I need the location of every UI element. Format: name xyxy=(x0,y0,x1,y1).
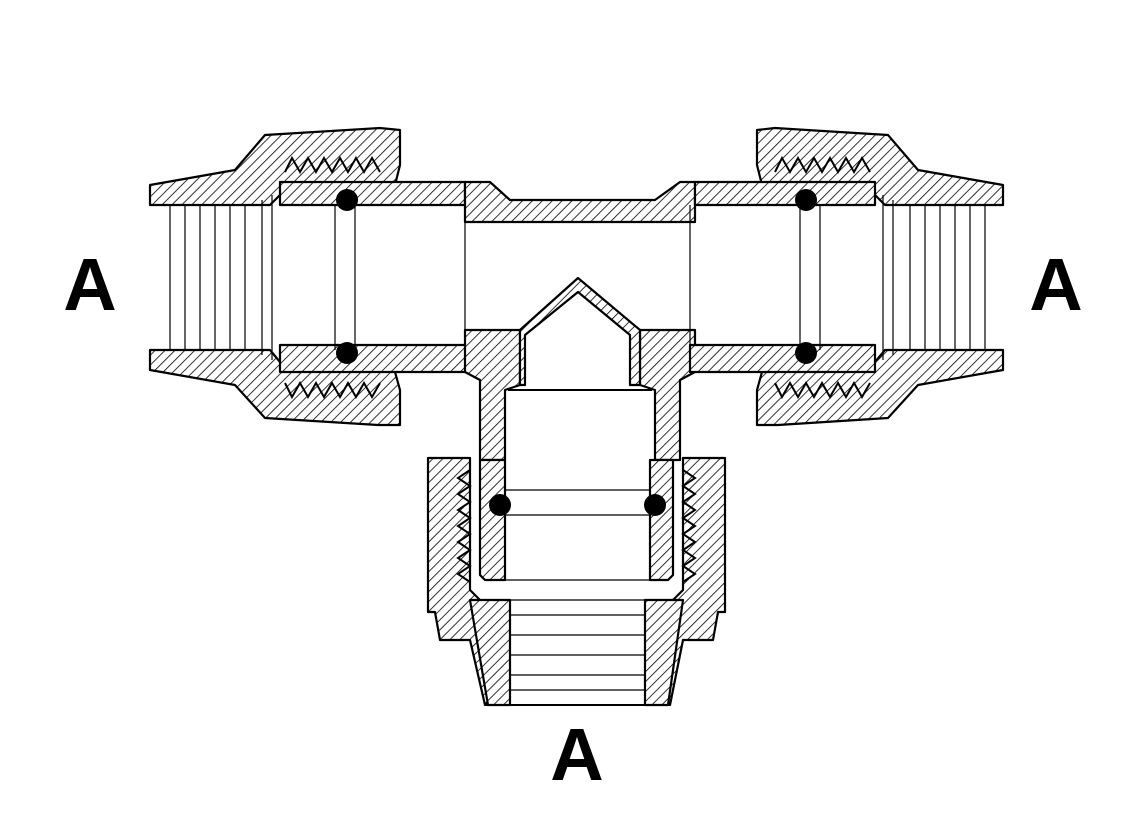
label-bottom-port: A xyxy=(550,713,603,796)
right-o-ring-bottom xyxy=(795,342,817,364)
left-thread-bottom xyxy=(284,380,381,400)
bottom-coupling xyxy=(426,456,727,707)
right-body-bottom-wall xyxy=(688,343,877,374)
left-o-ring-top xyxy=(336,189,358,211)
bottom-thread-right xyxy=(681,469,697,583)
right-grip-ribs xyxy=(689,195,986,360)
center-top-wall xyxy=(463,180,697,224)
right-body-top-wall xyxy=(693,180,877,207)
center-cone xyxy=(518,276,642,387)
label-left-port: A xyxy=(63,243,116,326)
left-thread-top xyxy=(284,155,381,175)
bottom-o-ring-left xyxy=(489,494,511,516)
right-thread-bottom xyxy=(774,380,871,400)
left-body-top-wall xyxy=(278,180,467,207)
bottom-grip-ribs xyxy=(485,489,670,706)
center-body xyxy=(463,180,697,462)
label-right-port: A xyxy=(1029,243,1082,326)
bottom-thread-left xyxy=(456,469,472,583)
center-bottom-left-wall xyxy=(463,328,522,462)
left-body-bottom-wall xyxy=(278,343,472,374)
left-grip-ribs xyxy=(169,195,466,360)
left-coupling xyxy=(148,126,472,427)
bottom-body-right-wall xyxy=(648,458,675,582)
bottom-body-left-wall xyxy=(478,458,507,582)
right-o-ring-top xyxy=(795,189,817,211)
right-thread-top xyxy=(774,155,871,175)
right-coupling xyxy=(688,126,1005,427)
bottom-o-ring-right xyxy=(644,494,666,516)
left-o-ring-bottom xyxy=(336,342,358,364)
